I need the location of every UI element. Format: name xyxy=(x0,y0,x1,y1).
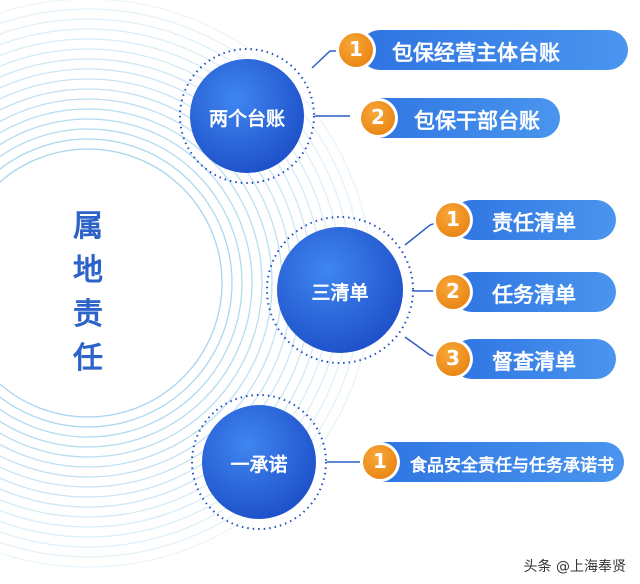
number-badge: 1 xyxy=(349,37,363,61)
number-badge: 2 xyxy=(371,105,385,129)
ring xyxy=(0,148,223,418)
core-char: 地 xyxy=(73,253,103,288)
pill-label: 包保经营主体台账 xyxy=(392,41,560,65)
group-ledgers xyxy=(179,30,628,184)
group-commitment xyxy=(191,394,624,530)
pill-list-3 xyxy=(452,339,616,379)
core-char: 属 xyxy=(73,209,103,244)
core-char: 任 xyxy=(73,341,103,376)
number-badge: 3 xyxy=(446,346,460,370)
ring xyxy=(0,118,253,448)
hub-circle-commitment xyxy=(202,405,316,519)
core-circle xyxy=(0,155,216,411)
ring xyxy=(0,138,233,428)
core-char: 责 xyxy=(73,297,103,332)
pill-list-1 xyxy=(452,200,616,240)
ring xyxy=(0,108,263,458)
ring xyxy=(0,98,273,468)
number-badge: 1 xyxy=(373,449,387,473)
pill-label: 督查清单 xyxy=(492,350,576,374)
pill-label: 任务清单 xyxy=(492,283,576,307)
hub-circle-ledgers xyxy=(190,59,304,173)
hub-label-ledgers: 两个台账 xyxy=(208,108,285,130)
core-title: 属 地 责 任 xyxy=(58,205,118,381)
group-lists xyxy=(266,200,616,379)
pill-commitment-1 xyxy=(366,442,624,482)
hub-label-commitment: 一承诺 xyxy=(230,454,288,476)
pill-list-2 xyxy=(452,272,616,312)
pill-label: 食品安全责任与任务承诺书 xyxy=(410,456,614,476)
hub-circle-lists xyxy=(277,227,403,353)
watermark: 头条 @上海奉贤 xyxy=(523,559,626,575)
pill-label: 包保干部台账 xyxy=(414,109,540,133)
pill-label: 责任清单 xyxy=(492,211,576,235)
number-badge: 2 xyxy=(446,279,460,303)
hub-label-lists: 三清单 xyxy=(311,282,369,304)
ring xyxy=(0,128,243,438)
pill-ledger-2 xyxy=(360,98,560,138)
number-badge: 1 xyxy=(446,207,460,231)
pill-ledger-1 xyxy=(360,30,628,70)
